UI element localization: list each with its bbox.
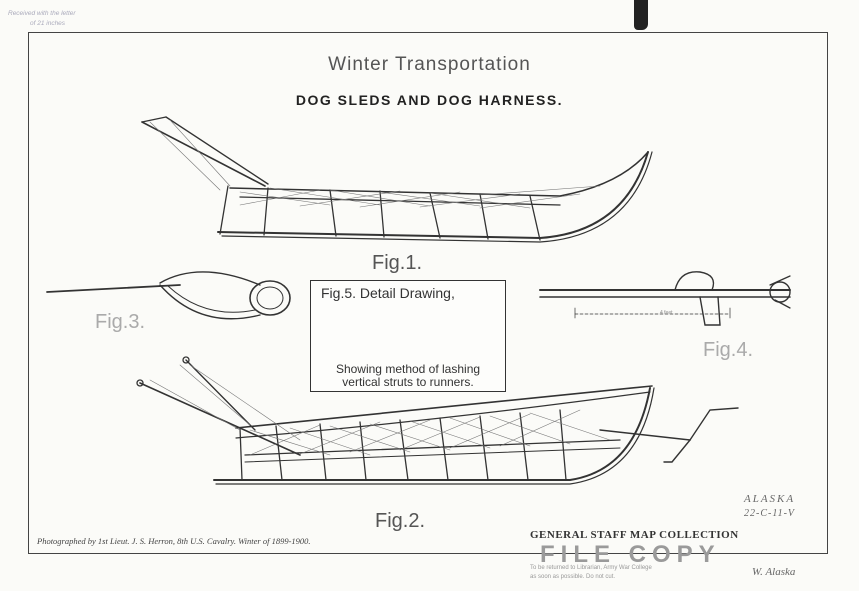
handwritten-note-line2: of 21 inches	[30, 20, 66, 27]
stamp-line-1: To be returned to Librarian, Army War Co…	[530, 565, 652, 571]
fig5-title: Fig.5. Detail Drawing,	[321, 285, 455, 301]
handwritten-alaska-code-2: 22-C-11-V	[744, 508, 796, 519]
handwritten-signature: W. Alaska	[752, 566, 796, 578]
ink-blot	[634, 0, 648, 30]
fig2-label: Fig.2.	[375, 510, 426, 532]
plate-subtitle: DOG SLEDS AND DOG HARNESS.	[295, 92, 564, 108]
fig2-sled-drawing	[136, 356, 739, 485]
photo-credit: Photographed by 1st Lieut. J. S. Herron,…	[37, 536, 311, 546]
handwritten-note-line1: Received with the letter	[8, 10, 76, 17]
fig5-detail-box: Fig.5. Detail Drawing, Showing method of…	[310, 280, 506, 392]
stamp-file-copy: FILE COPY	[540, 541, 721, 568]
fig5-caption-line1: Showing method of lashing	[335, 362, 481, 376]
fig1-label: Fig.1.	[372, 252, 423, 274]
fig4-harness-drawing	[539, 271, 791, 326]
fig1-sled-drawing	[141, 116, 653, 243]
handwritten-alaska-code: ALASKA	[744, 493, 796, 505]
plate-border	[28, 32, 828, 554]
fig4-label: Fig.4.	[703, 339, 754, 361]
fig5-caption-line2: vertical struts to runners.	[342, 375, 474, 389]
plate-title: Winter Transportation	[328, 54, 531, 75]
fig3-harness-drawing	[46, 271, 291, 320]
fig4-dimension-label: 4 feet	[660, 310, 673, 316]
stamp-heading: GENERAL STAFF MAP COLLECTION	[530, 529, 739, 541]
fig3-label: Fig.3.	[95, 311, 146, 333]
stamp-line-2: as soon as possible. Do not cut.	[530, 574, 616, 580]
